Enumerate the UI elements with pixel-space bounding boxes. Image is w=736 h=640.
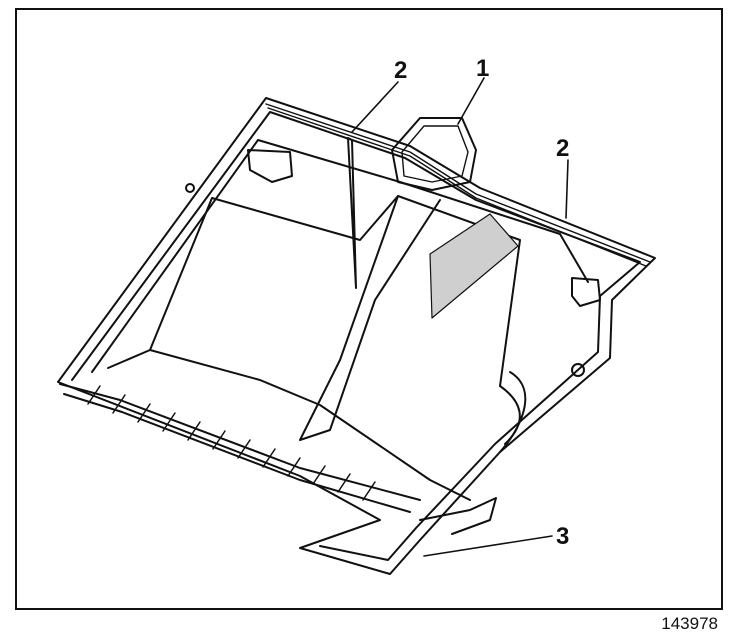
tray-inner-rim — [71, 111, 641, 561]
damper-bracket — [419, 497, 497, 535]
mount-boss-left — [247, 149, 293, 183]
callout-1: 1 — [476, 55, 489, 82]
callout-2a: 2 — [394, 57, 407, 84]
tray-ribs — [87, 385, 376, 501]
callout-2b: 2 — [556, 135, 569, 162]
screw-hole-left — [185, 183, 195, 193]
leader-3 — [423, 535, 553, 557]
figure-frame — [15, 8, 723, 610]
tray-divider — [299, 195, 441, 441]
tray-floor-back — [149, 195, 521, 387]
tray-side-wall — [499, 371, 527, 453]
tray-back-wall — [91, 139, 589, 373]
seal-strip-left — [347, 137, 357, 289]
tray-outer-rim — [57, 97, 656, 575]
screw-hole — [571, 363, 585, 377]
figure-number: 143978 — [661, 614, 718, 633]
leader-2a — [351, 81, 399, 133]
seal-strip — [265, 103, 651, 267]
leader-1 — [457, 77, 485, 125]
tray-front-lip — [59, 383, 421, 513]
tray-shadow — [429, 213, 519, 319]
callout-3: 3 — [556, 523, 569, 550]
mount-boss-right — [571, 277, 601, 307]
bump-stop — [391, 117, 477, 191]
leader-2b — [565, 159, 569, 219]
tray-floor — [107, 349, 471, 501]
